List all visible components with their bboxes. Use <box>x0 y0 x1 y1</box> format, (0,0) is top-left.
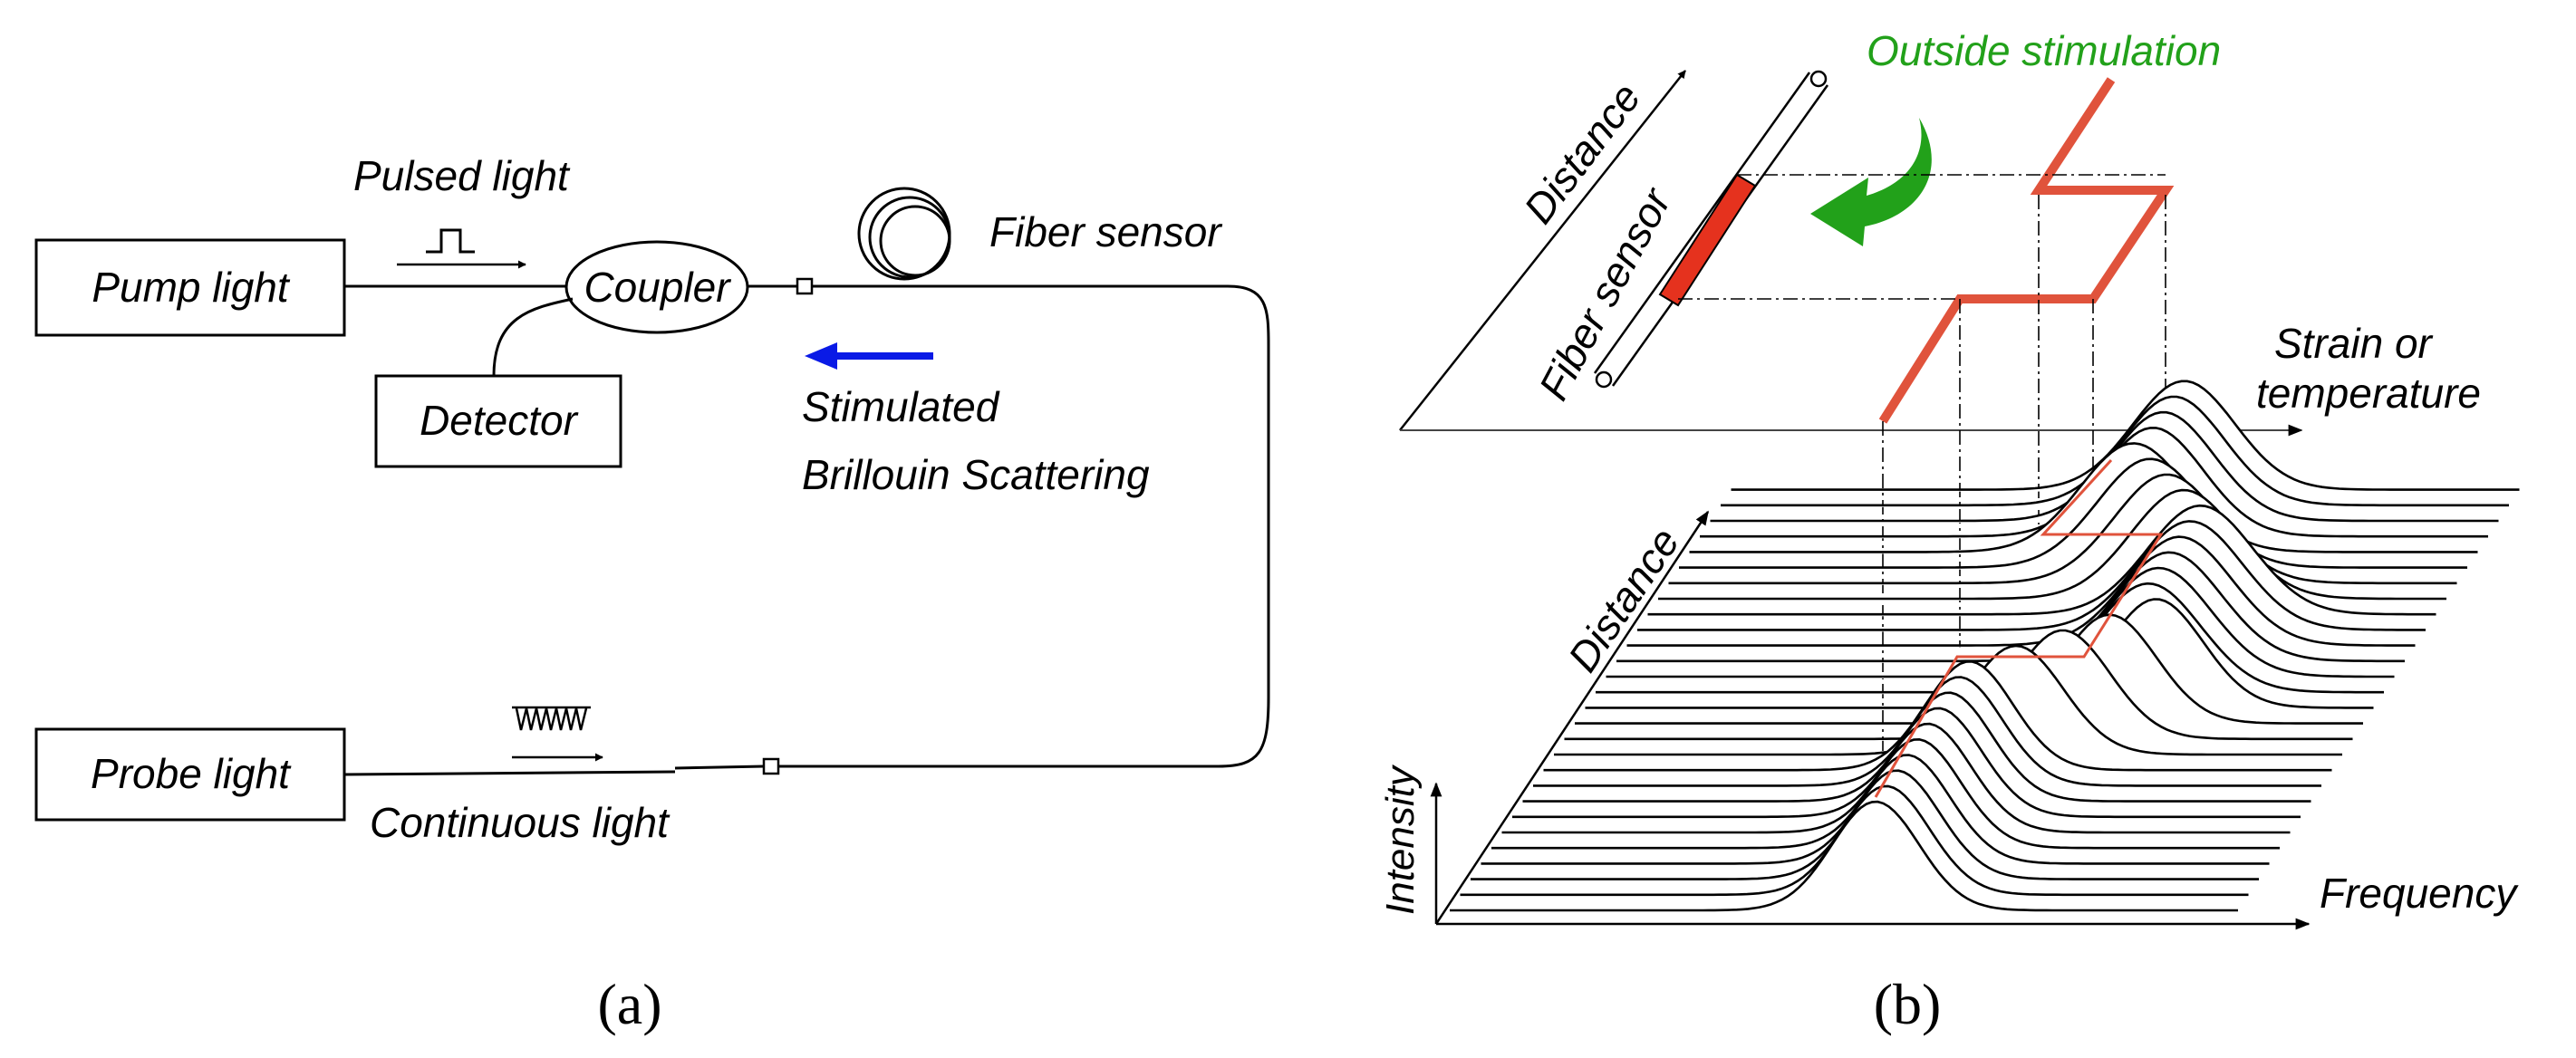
detector-label: Detector <box>420 397 579 444</box>
fiber-connector <box>796 277 814 295</box>
probe-light-box: Probe light <box>34 727 346 822</box>
stimulation-arrow <box>1810 118 1932 246</box>
spectrum-curve <box>1450 800 2238 912</box>
outside-stimulation-label: Outside stimulation <box>1867 27 2221 74</box>
spectrum-curve <box>1689 442 2478 553</box>
sweep-symbol <box>512 706 591 731</box>
pulse-symbol <box>426 228 475 254</box>
sbs-arrow <box>805 342 933 370</box>
spectrum-curve <box>1679 457 2467 569</box>
continuous-light-label: Continuous light <box>370 799 671 846</box>
fiber-coil <box>857 187 951 281</box>
panel-a: Pump light Pulsed light Coupler Detector <box>34 152 1270 1036</box>
stimulated-fiber-segment <box>1658 173 1757 307</box>
spectrum-curve <box>1668 473 2457 585</box>
probe-light-label: Probe light <box>91 750 292 797</box>
coupler-label: Coupler <box>584 264 731 311</box>
pulsed-light-label: Pulsed light <box>353 152 571 199</box>
strain-profile <box>1878 77 2175 424</box>
pump-light-label: Pump light <box>92 264 291 311</box>
top-distance-axis <box>1399 70 1686 431</box>
strain-label-line1: Strain or <box>2274 320 2434 367</box>
sbs-label-line2: Brillouin Scattering <box>802 451 1150 498</box>
fiber-loop-wire <box>779 284 1270 768</box>
intensity-label: Intensity <box>1378 764 1423 915</box>
coupler-to-detector-wire <box>492 297 574 377</box>
pump-light-box: Pump light <box>34 238 346 337</box>
coupler: Coupler <box>564 240 749 334</box>
projected-strain-profile <box>1874 458 2164 798</box>
fiber-sensor-label-a: Fiber sensor <box>989 208 1222 255</box>
panel-b: Distance Fiber sensor Outside stimulatio… <box>1378 27 2520 1036</box>
detector-box: Detector <box>374 374 622 468</box>
caption-a: (a) <box>597 972 661 1036</box>
fiber-sensor-tube <box>1593 70 1829 389</box>
fiber-connector-2 <box>762 757 780 775</box>
sbs-label-line1: Stimulated <box>802 383 1000 430</box>
bottom-distance-axis <box>1434 510 1710 925</box>
caption-b: (b) <box>1874 972 1942 1036</box>
spectra-waterfall <box>1450 380 2520 912</box>
strain-label-line2: temperature <box>2256 370 2481 417</box>
frequency-label: Frequency <box>2320 870 2519 917</box>
